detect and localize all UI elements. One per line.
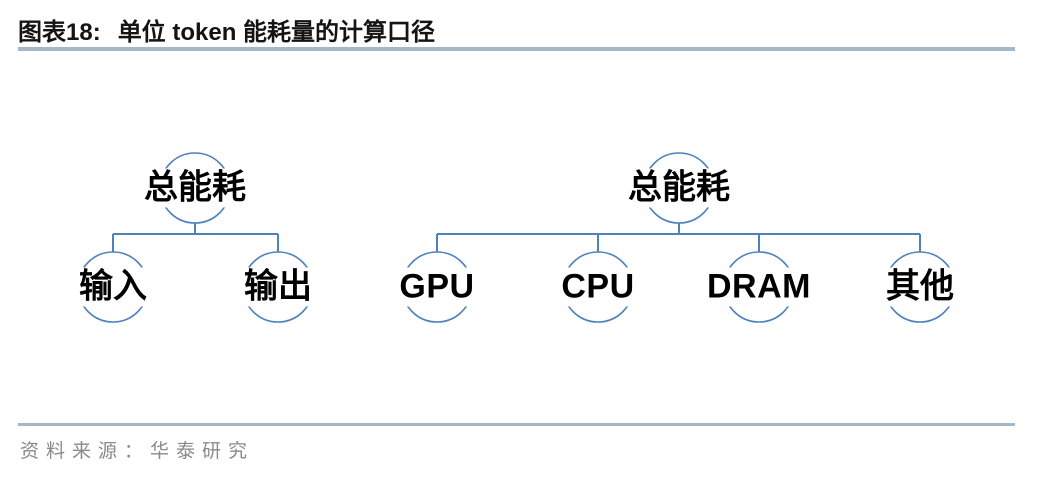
title-divider-line	[18, 47, 1015, 51]
figure-title-number: 图表18:	[18, 19, 101, 46]
node-label-dram: DRAM	[701, 267, 817, 307]
right-tree-connectors	[436, 223, 921, 253]
node-label-output: 输出	[238, 267, 318, 307]
node-label-other: 其他	[880, 267, 960, 307]
footer-divider-line	[18, 423, 1015, 426]
node-label-total-right: 总能耗	[622, 168, 736, 208]
node-label-input: 输入	[73, 267, 153, 307]
node-label-gpu: GPU	[393, 267, 481, 307]
figure-title: 图表18: 单位 token 能耗量的计算口径	[18, 12, 435, 47]
source-note: 资料来源：华泰研究	[20, 441, 255, 462]
left-tree-connectors	[112, 223, 279, 253]
node-label-cpu: CPU	[555, 267, 641, 307]
node-label-total-left: 总能耗	[138, 168, 252, 208]
figure-title-text: 单位 token 能耗量的计算口径	[117, 19, 436, 46]
